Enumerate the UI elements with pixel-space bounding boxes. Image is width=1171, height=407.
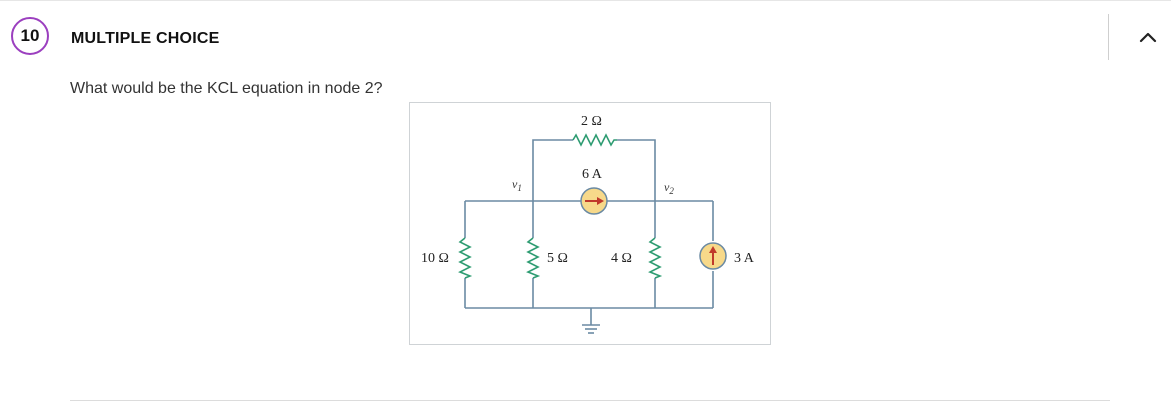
- current-source-6a: [580, 187, 608, 215]
- header-separator: [1108, 14, 1109, 60]
- resistor-4ohm: [648, 237, 663, 279]
- circuit-diagram: 2 Ω 6 A v1 v2 10 Ω 5 Ω 4 Ω 3 A: [421, 114, 755, 334]
- question-number-badge: 10: [11, 17, 49, 55]
- label-4ohm: 4 Ω: [611, 251, 632, 266]
- circuit-wires: [464, 139, 714, 325]
- top-divider: [0, 0, 1171, 1]
- resistor-2ohm: [572, 133, 617, 147]
- question-number: 10: [20, 26, 40, 45]
- chevron-up-icon: [1139, 32, 1157, 43]
- label-node1: v1: [512, 177, 522, 193]
- current-source-3a: [699, 242, 727, 270]
- resistor-5ohm: [526, 237, 541, 279]
- circuit-figure: 2 Ω 6 A v1 v2 10 Ω 5 Ω 4 Ω 3 A: [409, 102, 771, 345]
- resistors: [458, 133, 663, 279]
- label-10ohm: 10 Ω: [421, 251, 449, 266]
- bottom-divider: [70, 400, 1110, 401]
- collapse-button[interactable]: [1133, 24, 1163, 50]
- label-5ohm: 5 Ω: [547, 251, 568, 266]
- label-node2: v2: [664, 180, 674, 196]
- ground-icon: [582, 324, 600, 334]
- question-type-label: MULTIPLE CHOICE: [71, 30, 220, 47]
- label-3a: 3 A: [734, 251, 755, 266]
- label-6a: 6 A: [582, 167, 603, 182]
- resistor-10ohm: [458, 237, 473, 279]
- question-prompt: What would be the KCL equation in node 2…: [70, 80, 383, 97]
- label-2ohm: 2 Ω: [581, 114, 602, 129]
